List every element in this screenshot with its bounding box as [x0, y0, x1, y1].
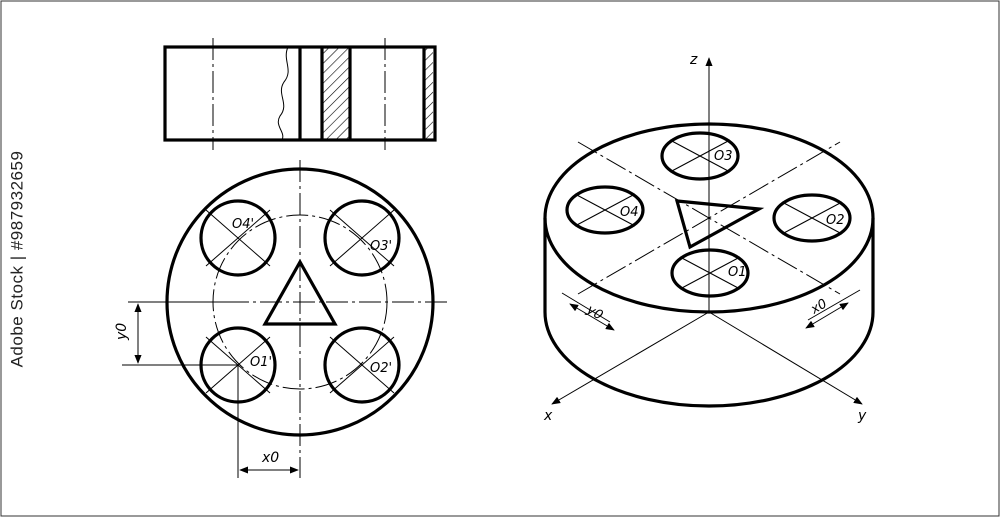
label-o3-front: O3' — [370, 239, 392, 254]
triangle-cutout-front — [262, 258, 338, 326]
axis-y — [708, 311, 863, 405]
section-view — [163, 38, 437, 150]
isometric-view: z x y O3 O4 O2 O1 y0 x0 — [543, 52, 875, 424]
triangle-cutout-iso — [674, 199, 765, 250]
hole-o2-front — [323, 326, 401, 404]
break-line — [277, 46, 289, 141]
label-o2-iso: O2 — [826, 213, 845, 228]
front-view: O4' O3' O1' O2' y0 x0 — [114, 160, 450, 478]
stock-watermark-strip: Adobe Stock | #987932659 — [0, 0, 34, 517]
label-x0-front: x0 — [261, 450, 279, 466]
axis-z-label: z — [689, 52, 698, 68]
axis-x-label: x — [543, 408, 553, 424]
dim-y0-iso — [569, 303, 615, 331]
section-hatch-edge — [424, 47, 433, 140]
axis-y-label: y — [857, 408, 867, 424]
label-y0-front: y0 — [114, 323, 130, 341]
hole-o3-front — [323, 199, 401, 277]
section-hatch-center — [322, 47, 350, 140]
hole-o4-front — [199, 199, 277, 277]
label-y0-iso: y0 — [583, 302, 605, 323]
dim-x0-iso — [805, 302, 849, 329]
label-o3-iso: O3 — [714, 149, 733, 164]
hole-o4-iso — [565, 185, 645, 235]
hole-o1-iso — [670, 248, 750, 298]
hole-o2-iso — [772, 193, 852, 243]
axis-x — [551, 311, 710, 405]
label-o4-iso: O4 — [620, 205, 639, 220]
label-o4-front: O4' — [232, 217, 254, 232]
label-o1-front: O1' — [250, 355, 272, 370]
label-x0-iso: x0 — [808, 296, 830, 317]
label-o2-front: O2' — [370, 361, 392, 376]
hole-o3-iso — [660, 131, 740, 181]
cylinder-bottom-edge — [543, 311, 875, 408]
label-o1-iso: O1 — [728, 265, 747, 280]
